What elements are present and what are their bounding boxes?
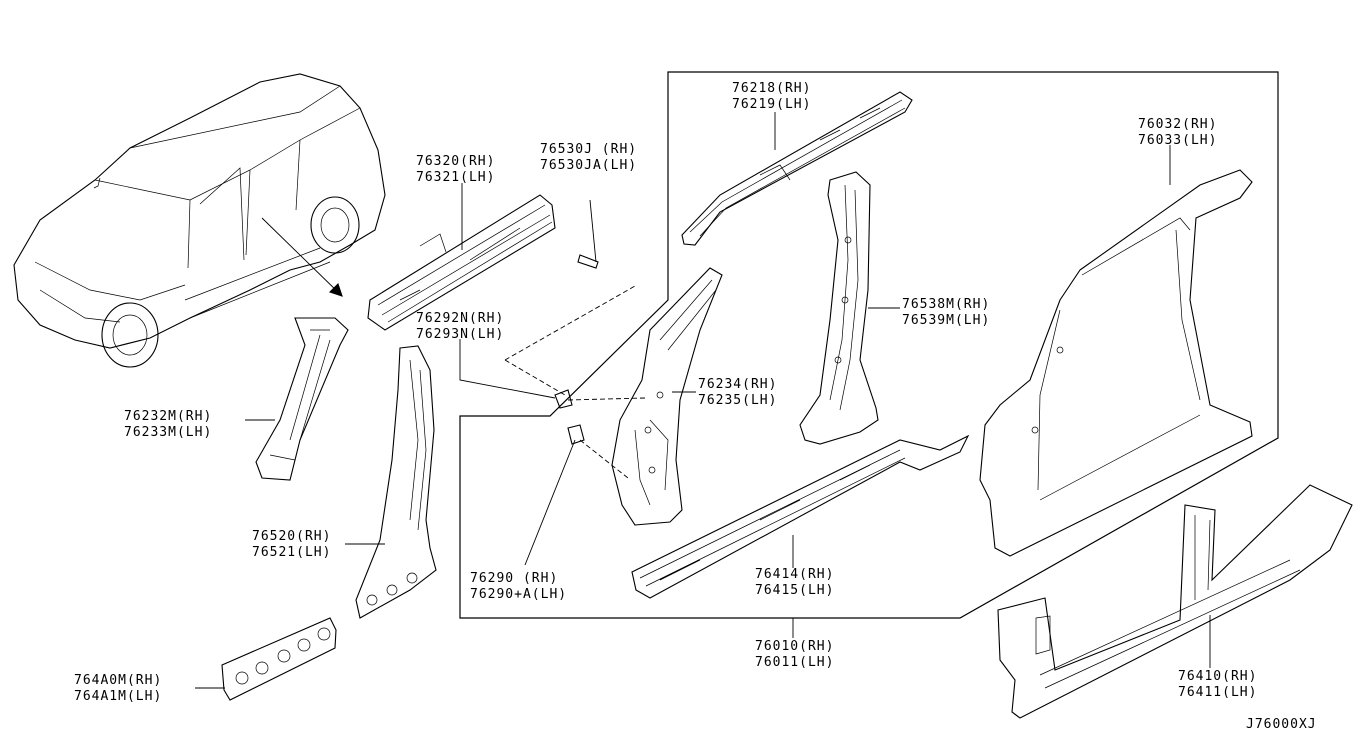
callout-lh: 76321(LH) — [416, 170, 495, 185]
callout-lh: 76411(LH) — [1178, 685, 1257, 700]
callout-lh: 76290+A(LH) — [470, 587, 567, 602]
callout-lh: 764A1M(LH) — [74, 689, 162, 704]
callout-rh: 76530J (RH) — [540, 142, 637, 157]
callout-lh: 76539M(LH) — [902, 313, 990, 328]
callout-76218: 76218(RH) 76219(LH) — [732, 81, 811, 112]
callout-lh: 76233M(LH) — [124, 425, 212, 440]
diagram-id: J76000XJ — [1246, 717, 1317, 732]
callout-rh: 76414(RH) — [755, 567, 834, 582]
callout-76232M: 76232M(RH) 76233M(LH) — [124, 409, 212, 440]
callout-rh: 76538M(RH) — [902, 297, 990, 312]
vehicle-illustration — [13, 73, 386, 368]
part-76234-front-pillar — [611, 267, 723, 526]
callout-rh: 76232M(RH) — [124, 409, 212, 424]
callout-lh: 76033(LH) — [1138, 133, 1217, 148]
callout-76414: 76414(RH) 76415(LH) — [755, 567, 834, 598]
callout-lh: 76293N(LH) — [416, 327, 504, 342]
callout-76234: 76234(RH) 76235(LH) — [698, 377, 777, 408]
callout-lh: 76235(LH) — [698, 393, 777, 408]
callout-lh: 76219(LH) — [732, 97, 811, 112]
callout-rh: 76032(RH) — [1138, 117, 1217, 132]
callout-76292N: 76292N(RH) 76293N(LH) — [416, 311, 504, 342]
callout-lh: 76521(LH) — [252, 545, 331, 560]
callout-76290: 76290 (RH) 76290+A(LH) — [470, 571, 567, 602]
part-76520-center-pillar — [355, 345, 437, 619]
callout-76530J: 76530J (RH) 76530JA(LH) — [540, 142, 637, 173]
part-76218-roof-rail-upper — [681, 91, 913, 246]
callout-76520: 76520(RH) 76521(LH) — [252, 529, 331, 560]
callout-rh: 76218(RH) — [732, 81, 811, 96]
callout-lh: 76011(LH) — [755, 655, 834, 670]
callout-rh: 76320(RH) — [416, 154, 495, 169]
assembly-frame — [459, 71, 1279, 619]
part-76414-sill-inner — [631, 434, 970, 599]
callout-rh: 76292N(RH) — [416, 311, 504, 326]
part-764A0M-reinforcement — [221, 617, 337, 701]
callout-rh: 76234(RH) — [698, 377, 777, 392]
leader-lines — [195, 112, 1211, 689]
part-76290-clip — [524, 424, 629, 566]
part-76530J-stud — [577, 199, 599, 269]
callout-rh: 76410(RH) — [1178, 669, 1257, 684]
callout-76320: 76320(RH) 76321(LH) — [416, 154, 495, 185]
callout-rh: 764A0M(RH) — [74, 673, 162, 688]
callout-76010: 76010(RH) 76011(LH) — [755, 639, 834, 670]
callout-76538M: 76538M(RH) 76539M(LH) — [902, 297, 990, 328]
callout-76032: 76032(RH) 76033(LH) — [1138, 117, 1217, 148]
callout-lh: 76415(LH) — [755, 583, 834, 598]
callout-rh: 76010(RH) — [755, 639, 834, 654]
part-76538M-pillar-inner — [799, 171, 879, 445]
part-76232M-pillar-lower — [255, 317, 349, 481]
callout-764A0M: 764A0M(RH) 764A1M(LH) — [74, 673, 162, 704]
callout-76410: 76410(RH) 76411(LH) — [1178, 669, 1257, 700]
part-76320-roof-rail — [367, 194, 556, 331]
callout-rh: 76290 (RH) — [470, 571, 558, 586]
part-76410-sill-outer — [997, 484, 1353, 719]
part-76032-body-side-outer — [979, 169, 1253, 557]
callout-lh: 76530JA(LH) — [540, 158, 637, 173]
part-76292N-bracket — [504, 285, 646, 409]
callout-rh: 76520(RH) — [252, 529, 331, 544]
